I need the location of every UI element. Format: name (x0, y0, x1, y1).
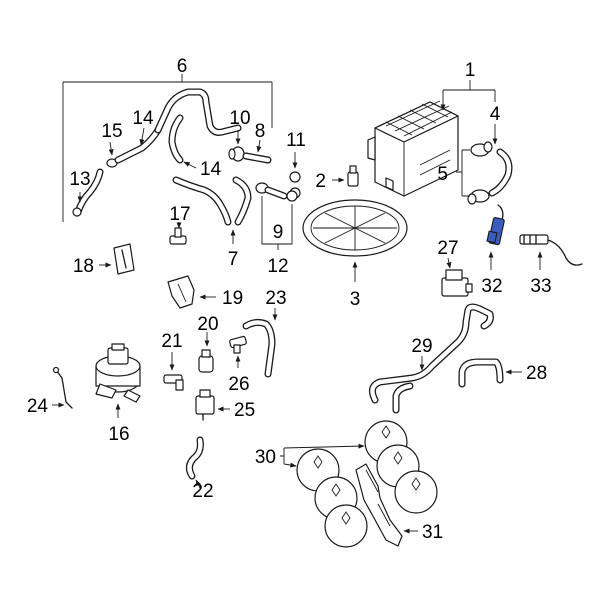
part-19-bracket[interactable] (167, 275, 195, 309)
callout-22: 22 (192, 481, 213, 502)
callout-27: 27 (437, 238, 458, 259)
part-33-sensor-with-lead[interactable] (519, 234, 583, 266)
callout-29: 29 (411, 336, 432, 357)
callout-24: 24 (27, 396, 49, 417)
callout-13: 13 (69, 169, 90, 190)
part-16-purge-valve[interactable] (95, 343, 141, 403)
part-27-solenoid[interactable] (441, 269, 473, 297)
callout-17: 17 (169, 204, 190, 225)
callout-6: 6 (177, 56, 188, 77)
part-31-strap[interactable] (355, 463, 403, 547)
callout-15: 15 (101, 121, 122, 142)
callout-28: 28 (526, 363, 547, 384)
callout-25: 25 (234, 400, 255, 421)
callout-8-leader (256, 139, 262, 153)
part-3-round-cover[interactable] (302, 199, 408, 257)
callout-4: 4 (490, 104, 501, 125)
callout-3: 3 (350, 289, 361, 310)
part-14-hose-b[interactable] (168, 114, 184, 164)
callout-5: 5 (437, 164, 448, 185)
callout-10: 10 (229, 108, 250, 129)
callout-14b-leader (183, 161, 197, 169)
callout-30: 30 (255, 447, 276, 468)
callout-27-leader (446, 257, 452, 269)
part-18-mounting-bracket[interactable] (113, 243, 135, 275)
part-24-rod[interactable] (52, 366, 73, 409)
part-2-check-valve[interactable] (347, 165, 359, 187)
part-30-floats[interactable] (296, 420, 438, 548)
callout-14a-leader (139, 127, 145, 146)
part-14-hose-a[interactable] (114, 126, 162, 164)
part-21-tee-connector[interactable] (163, 374, 184, 391)
callout-19: 19 (222, 288, 243, 309)
callout-30-leader (280, 443, 365, 468)
part-1-charcoal-canister[interactable] (367, 100, 459, 197)
part-28-u-hose[interactable] (458, 358, 504, 388)
part-7-long-hose[interactable] (172, 176, 252, 226)
callout-1: 1 (465, 60, 476, 81)
part-5-hose-clamps[interactable] (467, 141, 493, 205)
callout-9-12-bracket (261, 196, 293, 250)
part-20-valve[interactable] (198, 349, 214, 373)
callout-2: 2 (315, 171, 326, 192)
callout-9: 9 (273, 222, 284, 243)
group-6-bracket (62, 74, 273, 222)
callout-31: 31 (422, 522, 443, 543)
part-8-short-hose[interactable] (242, 152, 272, 164)
part-29-long-pipe[interactable] (368, 303, 494, 414)
callout-15-leader (108, 141, 114, 156)
callout-1-leader (440, 80, 496, 111)
part-10-clamp[interactable] (228, 146, 245, 162)
callout-22-leader (195, 479, 201, 489)
callout-21: 21 (161, 331, 182, 352)
callout-23: 23 (265, 288, 286, 309)
callout-32: 32 (481, 276, 502, 297)
callout-14a: 14 (132, 108, 154, 129)
part-6-vapor-pipe[interactable] (154, 88, 242, 136)
callout-5-leader (456, 149, 470, 197)
part-9-hose[interactable] (255, 182, 298, 202)
part-17-tee-connector[interactable] (169, 227, 187, 245)
callout-14b: 14 (200, 159, 222, 180)
callout-18: 18 (73, 256, 94, 277)
part-25-filter[interactable] (195, 389, 215, 421)
callout-16: 16 (108, 424, 129, 445)
part-4-canister-hose[interactable] (488, 148, 513, 197)
callout-26: 26 (228, 374, 249, 395)
callout-12: 12 (267, 256, 288, 277)
part-13-hose[interactable] (72, 168, 104, 217)
part-23-hose[interactable] (242, 318, 276, 378)
part-32-oxygen-sensor-highlighted[interactable] (486, 204, 505, 246)
part-26-connector[interactable] (229, 335, 247, 354)
callout-7: 7 (228, 249, 239, 270)
callout-20: 20 (197, 314, 218, 335)
callout-33: 33 (530, 276, 551, 297)
callout-11: 11 (286, 130, 306, 151)
part-22-hose[interactable] (185, 436, 204, 480)
callout-8: 8 (255, 121, 266, 142)
